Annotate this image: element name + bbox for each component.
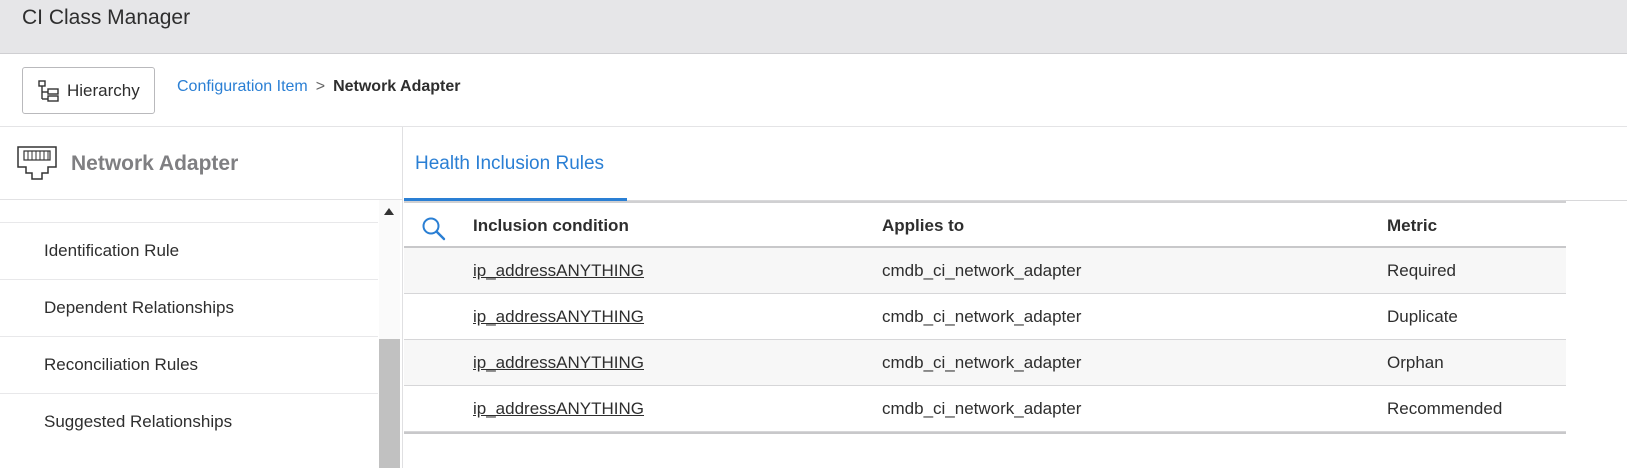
table-row: ip_addressANYTHING cmdb_ci_network_adapt…	[404, 340, 1566, 386]
sidebar-scrollbar[interactable]	[379, 200, 400, 468]
divider	[0, 126, 1627, 127]
breadcrumb-current: Network Adapter	[333, 78, 461, 95]
inclusion-condition-link[interactable]: ip_addressANYTHING	[473, 399, 645, 418]
hierarchy-icon	[38, 79, 59, 102]
sidebar-item-suggested-relationships[interactable]: Suggested Relationships	[0, 393, 378, 450]
applies-to-cell: cmdb_ci_network_adapter	[882, 399, 1082, 418]
page-title: CI Class Manager	[22, 6, 191, 29]
table-header: Inclusion condition Applies to Metric	[404, 201, 1566, 248]
breadcrumb: Configuration Item > Network Adapter	[177, 78, 461, 96]
column-header-inclusion-condition[interactable]: Inclusion condition	[473, 216, 629, 235]
column-header-applies-to[interactable]: Applies to	[882, 216, 965, 235]
scrollbar-thumb[interactable]	[379, 339, 400, 468]
title-bar: CI Class Manager	[0, 0, 1627, 54]
sidebar-item-reconciliation-rules[interactable]: Reconciliation Rules	[0, 336, 378, 393]
tab-label: Health Inclusion Rules	[415, 153, 605, 174]
inclusion-condition-link[interactable]: ip_addressANYTHING	[473, 353, 645, 372]
network-adapter-icon	[17, 146, 57, 180]
tab-divider	[627, 200, 1627, 201]
inclusion-condition-link[interactable]: ip_addressANYTHING	[473, 261, 645, 280]
metric-cell: Required	[1387, 261, 1456, 280]
applies-to-cell: cmdb_ci_network_adapter	[882, 307, 1082, 326]
table-bottom-border	[404, 432, 1566, 434]
scroll-up-arrow-icon[interactable]	[384, 208, 394, 215]
tab-health-inclusion-rules[interactable]: Health Inclusion Rules	[404, 127, 627, 201]
table-row: ip_addressANYTHING cmdb_ci_network_adapt…	[404, 386, 1566, 432]
metric-cell: Duplicate	[1387, 307, 1458, 326]
inclusion-condition-link[interactable]: ip_addressANYTHING	[473, 307, 645, 326]
class-name: Network Adapter	[71, 152, 239, 175]
metric-cell: Orphan	[1387, 353, 1444, 372]
breadcrumb-separator: >	[315, 78, 326, 95]
class-sidebar: Network Adapter Identification Rule Depe…	[0, 127, 403, 468]
table-row: ip_addressANYTHING cmdb_ci_network_adapt…	[404, 248, 1566, 294]
search-icon[interactable]	[421, 216, 447, 242]
sidebar-header: Network Adapter	[0, 127, 402, 200]
breadcrumb-parent-link[interactable]: Configuration Item	[177, 78, 308, 95]
applies-to-cell: cmdb_ci_network_adapter	[882, 353, 1082, 372]
sidebar-item-identification-rule[interactable]: Identification Rule	[0, 222, 378, 279]
sidebar-list: Identification Rule Dependent Relationsh…	[0, 222, 378, 450]
hierarchy-button[interactable]: Hierarchy	[22, 67, 155, 114]
applies-to-cell: cmdb_ci_network_adapter	[882, 261, 1082, 280]
column-header-metric[interactable]: Metric	[1387, 216, 1438, 235]
sidebar-item-dependent-relationships[interactable]: Dependent Relationships	[0, 279, 378, 336]
inclusion-rules-table: Inclusion condition Applies to Metric ip…	[404, 201, 1566, 434]
table-row: ip_addressANYTHING cmdb_ci_network_adapt…	[404, 294, 1566, 340]
metric-cell: Recommended	[1387, 399, 1503, 418]
hierarchy-button-label: Hierarchy	[67, 80, 140, 100]
